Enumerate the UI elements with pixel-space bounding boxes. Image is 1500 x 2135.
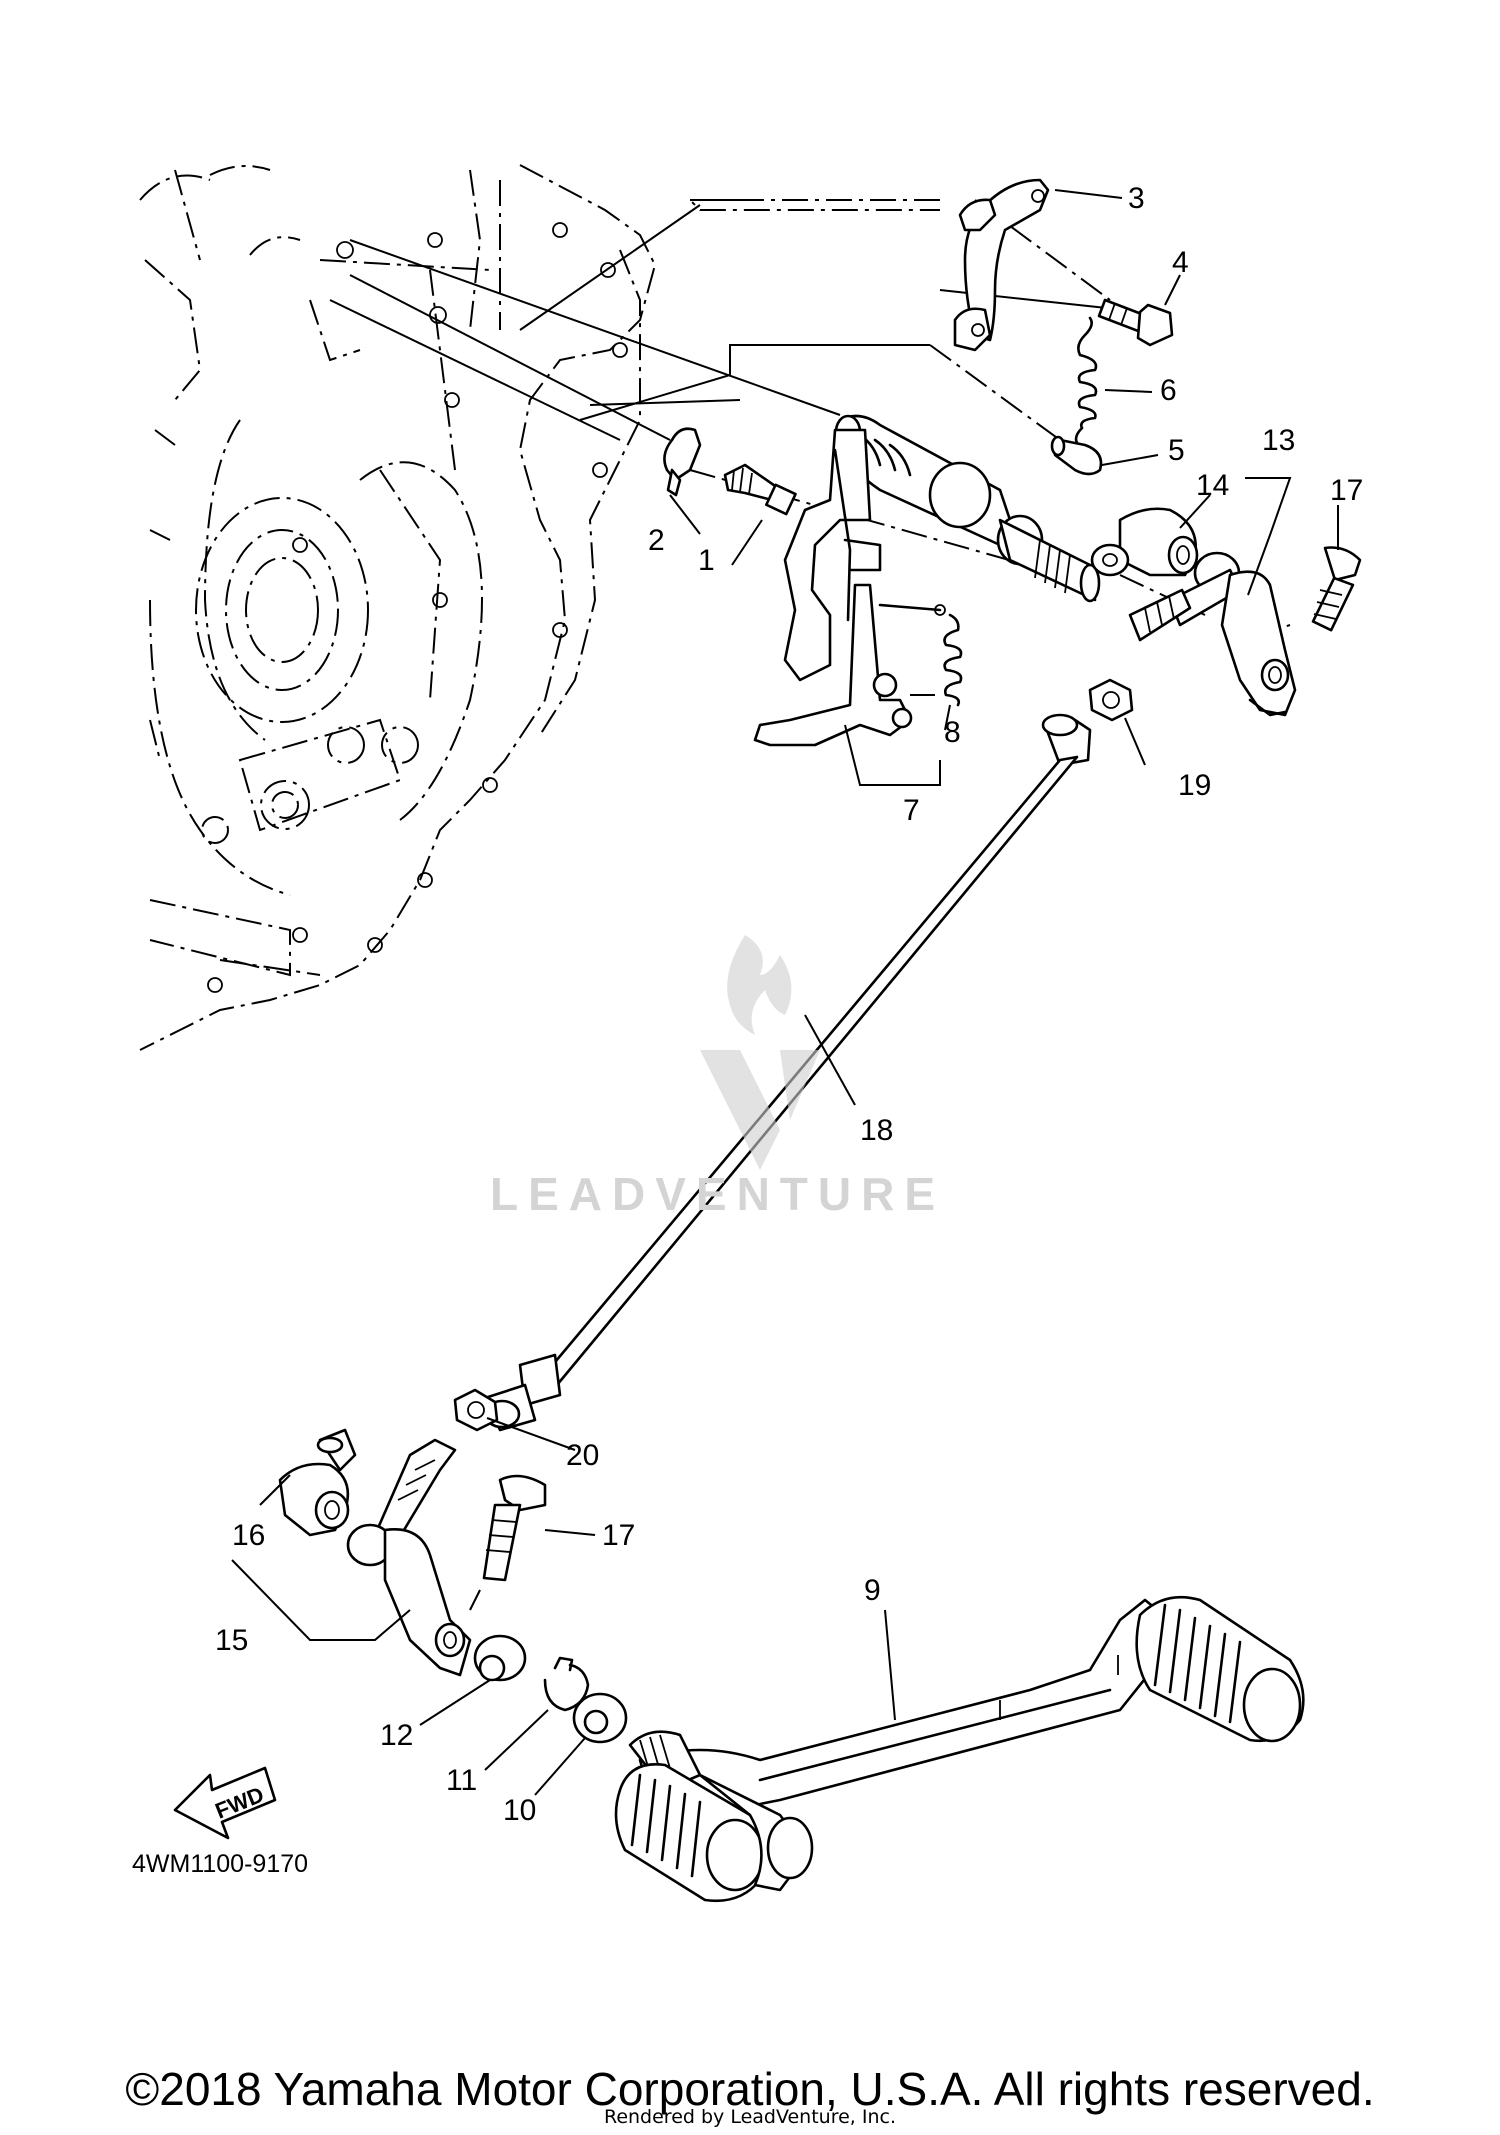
callout-15: 15 — [215, 1624, 248, 1657]
callout-labels: 1 2 3 4 5 6 7 8 9 10 11 12 13 14 15 16 1… — [215, 182, 1363, 1827]
leader-lines — [231, 189, 1339, 1796]
callout-18: 18 — [860, 1114, 893, 1147]
callout-2: 2 — [648, 524, 665, 557]
callout-5: 5 — [1168, 434, 1185, 467]
shift-arm-assembly-part-13 — [1128, 551, 1297, 717]
callout-16: 16 — [232, 1519, 265, 1552]
callout-7: 7 — [903, 794, 920, 827]
rod-end-part-14 — [1090, 507, 1199, 577]
shift-arm-assembly-part-15 — [346, 1438, 472, 1677]
callout-1: 1 — [698, 544, 715, 577]
nut-part-19 — [1088, 678, 1134, 722]
washer-part-10 — [572, 1692, 628, 1744]
callout-14: 14 — [1196, 469, 1229, 502]
callout-9: 9 — [864, 1574, 881, 1607]
callout-3: 3 — [1128, 182, 1145, 215]
fwd-arrow: FWD — [173, 1766, 277, 1840]
bolt-part-17-upper — [1311, 546, 1362, 632]
callout-17-lower: 17 — [602, 1519, 635, 1552]
watermark-text: LEADVENTURE — [490, 1168, 945, 1220]
callout-12: 12 — [380, 1719, 413, 1752]
callout-8: 8 — [944, 716, 961, 749]
shift-arm-part-3 — [953, 178, 1050, 352]
spring-part-6 — [1074, 316, 1098, 450]
callout-6: 6 — [1160, 374, 1177, 407]
bolt-part-1 — [723, 463, 797, 516]
rod-end-part-16 — [278, 1428, 357, 1537]
callout-17-upper: 17 — [1330, 474, 1363, 507]
callout-20: 20 — [566, 1439, 599, 1472]
callout-10: 10 — [503, 1794, 536, 1827]
copyright-notice: ©2018 Yamaha Motor Corporation, U.S.A. A… — [125, 2063, 1375, 2115]
leadventure-watermark: LEADVENTURE — [490, 935, 945, 1220]
shift-shaft-assembly — [753, 414, 1101, 747]
shift-pedal-part-9 — [614, 1595, 1305, 1903]
bolt-part-4 — [1097, 298, 1174, 347]
crankcase-outline — [139, 164, 657, 1051]
pin-part-5 — [1050, 435, 1103, 476]
diagram-code: 4WM1100-9170 — [132, 1850, 309, 1878]
spring-part-8 — [943, 613, 963, 707]
nut-part-20 — [453, 1388, 499, 1432]
collar-part-2 — [663, 427, 702, 497]
callout-4: 4 — [1172, 246, 1189, 279]
callout-11: 11 — [446, 1764, 477, 1797]
rendered-by-notice: Rendered by LeadVenture, Inc. — [603, 2106, 897, 2128]
callout-19: 19 — [1178, 769, 1211, 802]
washer-part-12 — [473, 1634, 527, 1682]
bolt-part-17-lower — [469, 1474, 547, 1611]
callout-13: 13 — [1262, 424, 1295, 457]
